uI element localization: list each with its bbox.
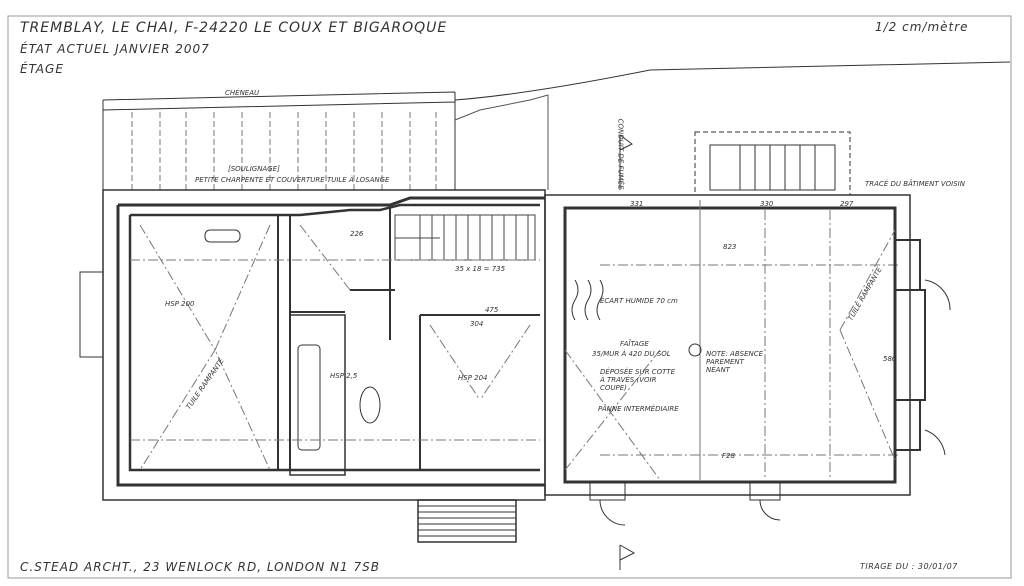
dim-f28: F28 [722,452,735,460]
section-marker-top [619,134,633,190]
dim-475: 475 [485,306,499,314]
label-purlin: PANNE INTERMÉDIAIRE [598,405,679,413]
title-project: TREMBLAY, LE CHAI, F-24220 LE COUX ET BI… [20,20,448,36]
label-gutter: CHÉNEAU [225,89,260,97]
section-marker-bottom [619,544,636,570]
right-building-outline [544,194,911,496]
label-neighbor: TRACÉ DU BÂTIMENT VOISIN [865,180,965,188]
label-chimney: CONDUIT DE FUMÉE [616,118,625,190]
dim-297: 297 [840,200,854,208]
label-deposit: DÉPOSÉE SUR COTTE À TRAVÉS (VOIR COUPE) [600,368,676,392]
scale-label: 1/2 cm/mètre [875,20,969,34]
architect-address: C.STEAD ARCHT., 23 WENLOCK RD, LONDON N1… [20,560,380,574]
label-roof: PETITE CHARPENTE ET COUVERTURE TUILE À L… [195,176,390,184]
dim-304: 304 [470,320,484,328]
label-hsp-bath: HSP 2,5 [330,372,358,380]
print-date: TIRAGE DU : 30/01/07 [860,562,958,571]
label-ridge: FAÎTAGE [620,340,649,348]
room-dims: 35 x 18 = 735 [455,265,506,273]
label-hsp-left: HSP 200 [165,300,195,308]
roof-outline-right [454,61,1011,101]
dim-226: 226 [350,230,364,238]
label-ridge-height: 35/MUR À 420 DU SOL [592,350,671,358]
left-building-outline [102,189,546,501]
title-status: ÉTAT ACTUEL JANVIER 2007 [20,42,210,56]
dim-331: 331 [630,200,644,208]
label-soffit: [SOULIGNAGE] [228,165,280,173]
label-damp: ÉCART HUMIDE 70 cm [600,297,678,305]
dim-330: 330 [760,200,774,208]
label-hsp-mid: HSP 204 [458,374,488,382]
sheet-frame [7,15,1012,579]
roof-outline [102,91,456,190]
dim-823: 823 [723,243,737,251]
label-note: NOTE: ABSENCE PAREMENT NÉANT [706,350,764,374]
title-floor: ÉTAGE [20,62,64,76]
dim-580: 580 [883,355,897,363]
